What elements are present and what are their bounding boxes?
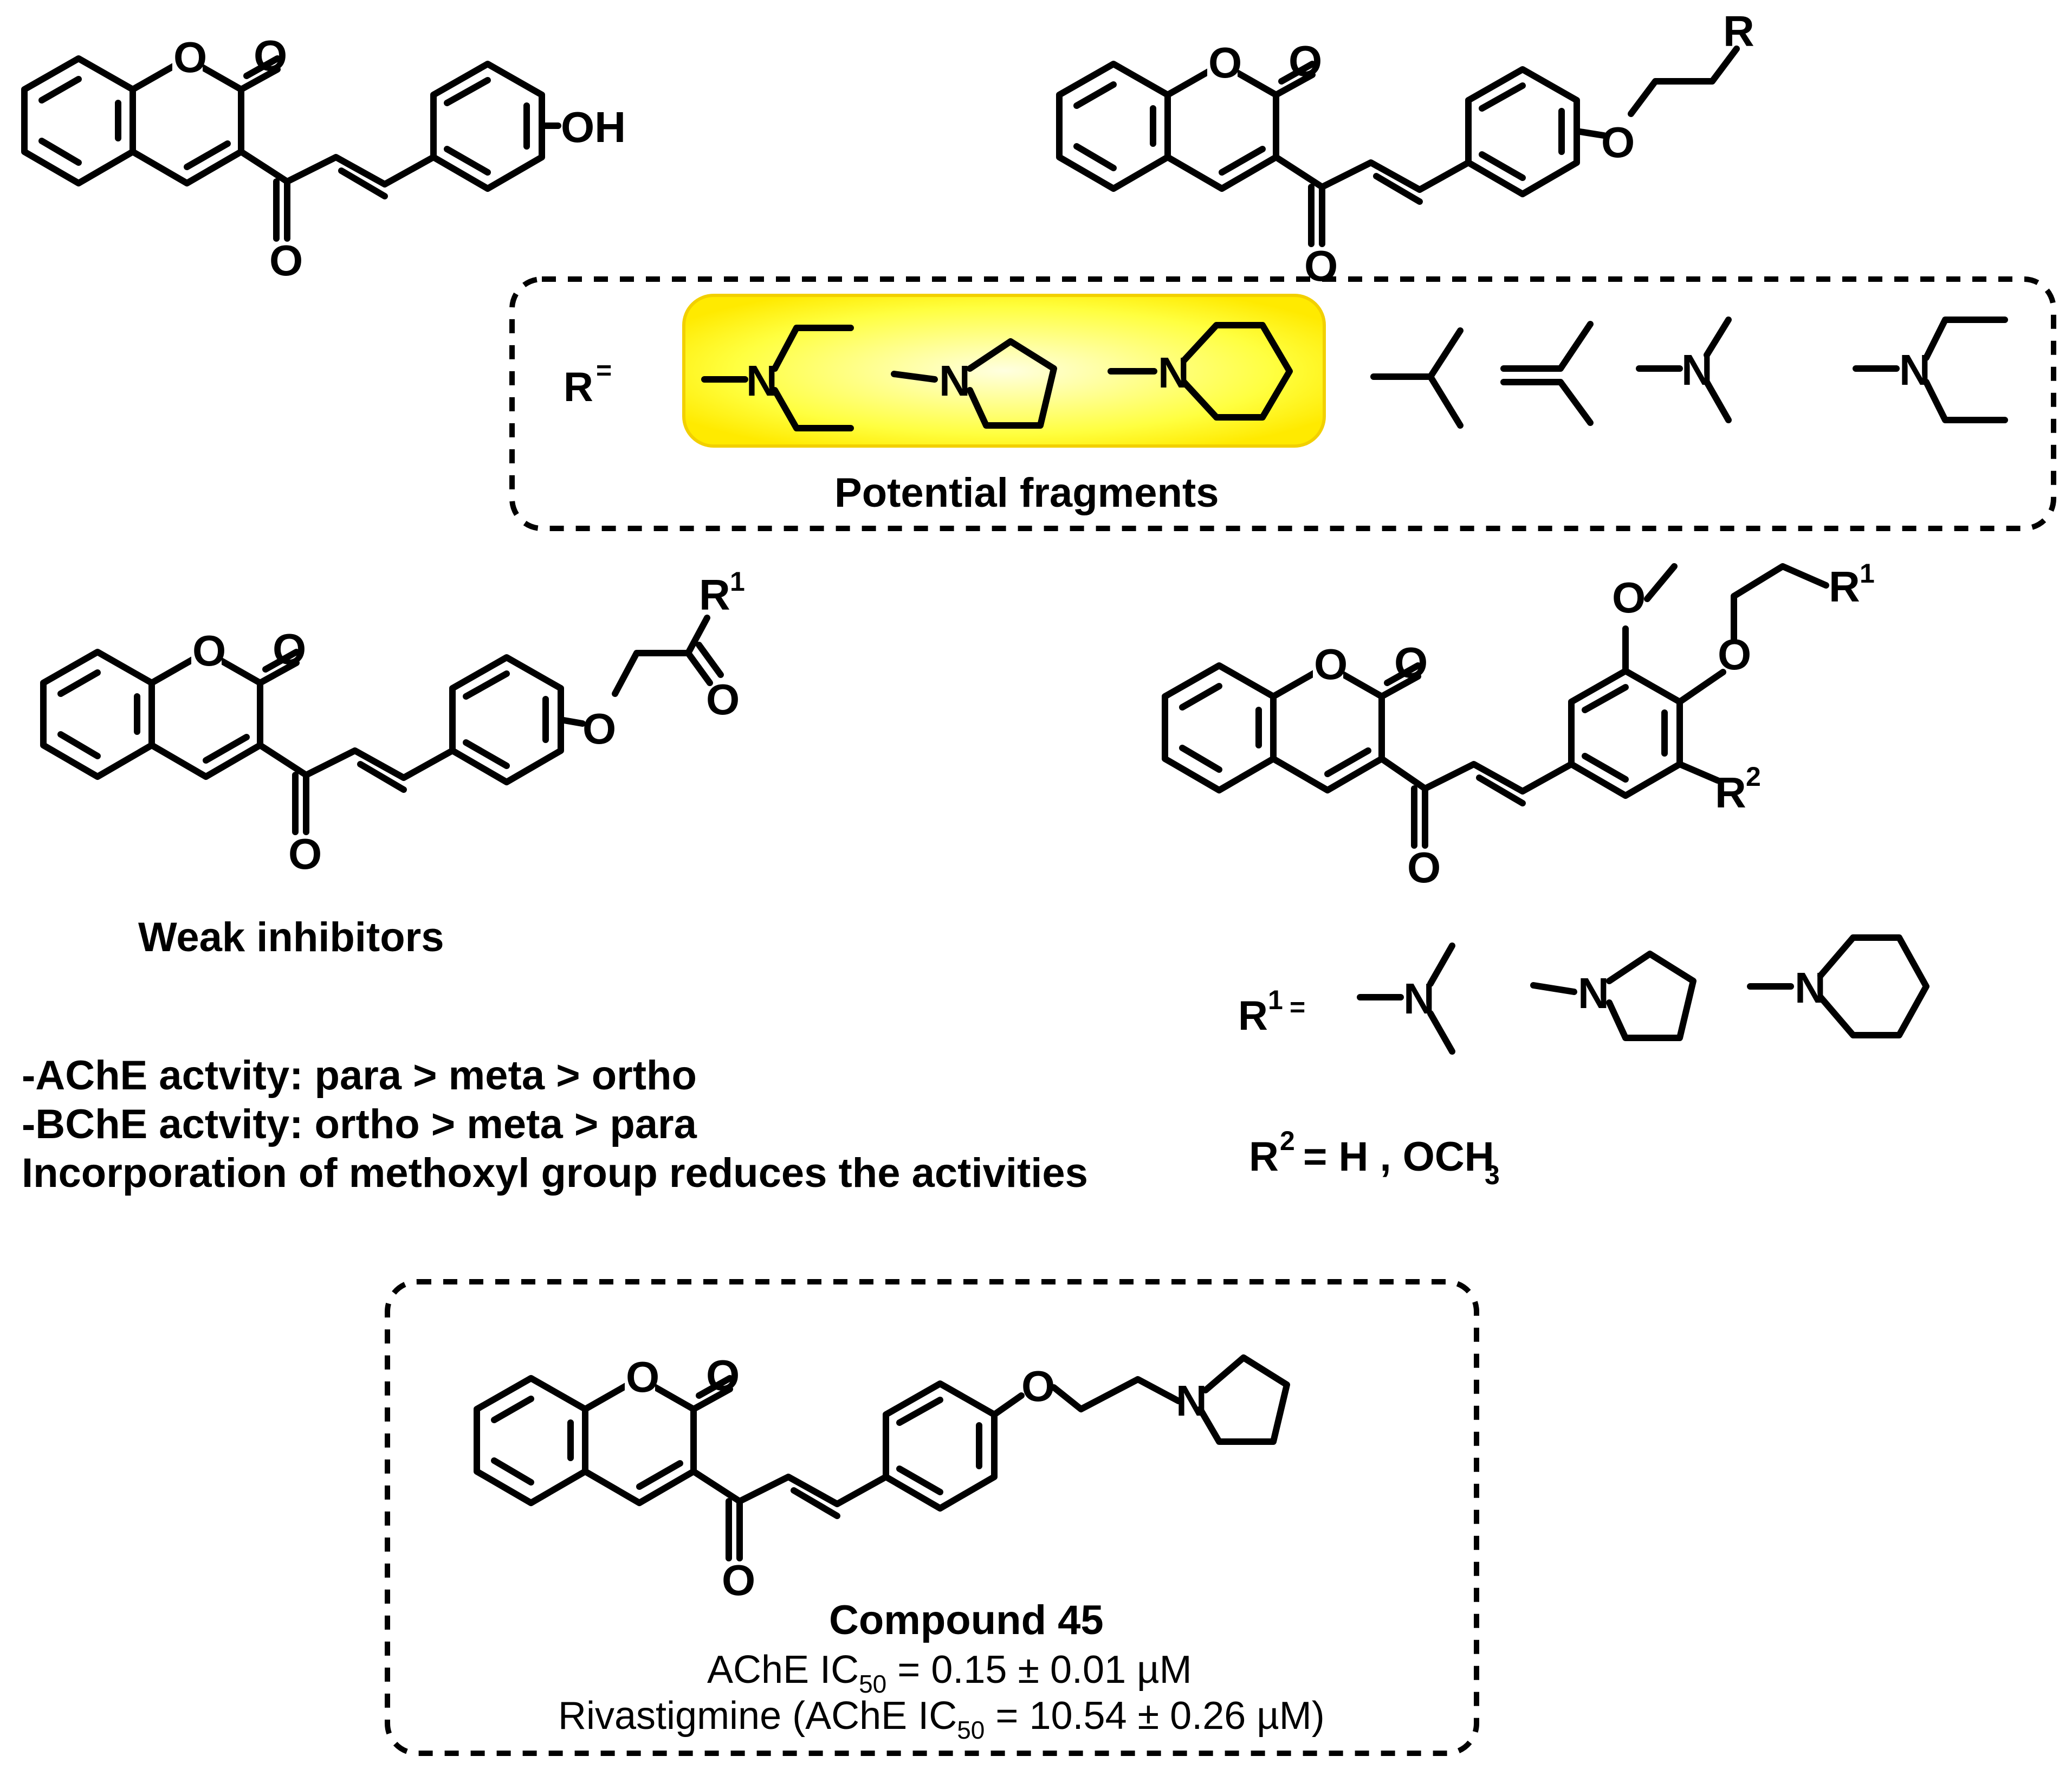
bche-activity-note: -BChE actvity: ortho > meta > para [22,1101,697,1147]
r2-group-label: R [1715,769,1746,817]
fragment-dimethylamino: N [1636,317,1732,423]
compound-45-ache-ic50: AChE IC50 = 0.15 ± 0.01 µM [707,1648,1192,1698]
r1-equals: = [1290,992,1305,1022]
coumarin-chalcone-aminoethoxy: O O O O R [1056,7,1754,290]
ether-oxygen-label: O [1021,1362,1055,1410]
fragment-pyrrolidinyl-highlighted: N [891,338,1057,429]
fragment-diethylamino-highlighted: N [701,325,854,431]
r-fragments: R = N N N N N [564,317,2008,516]
compound-45-title: Compound 45 [829,1597,1104,1643]
fragment-isopropyl [1370,327,1464,429]
svg-text:N: N [1403,974,1435,1023]
r2-superscript: 2 [1280,1126,1295,1156]
carbonyl-oxygen-label: O [254,31,287,80]
ether-oxygen-label: O [1601,118,1635,166]
potential-fragments-caption: Potential fragments [834,470,1219,516]
r1-pyrrolidinyl: N [1530,951,1697,1041]
ring-oxygen-label: O [192,627,226,675]
rivastigmine-ic50: Rivastigmine (AChE IC50 = 10.54 ± 0.26 µ… [558,1694,1325,1744]
r2-prefix: R [1249,1134,1279,1180]
r1-definition: R 1 = N N N [1238,934,1929,1055]
potential-fragments-highlight [682,294,1326,448]
r-prefix: R [564,364,593,410]
r2-definition: R 2 = H , OCH 3 [1249,1126,1500,1190]
pyrrolidine-nitrogen-label: N [1176,1377,1207,1425]
fragments-box [509,276,2056,531]
r1-prefix: R [1238,993,1268,1039]
compound-45-box [385,1279,1479,1756]
svg-text:N: N [939,357,970,405]
svg-text:N: N [1795,964,1826,1012]
r-group-label: R [1723,7,1754,55]
r2-subscript: 3 [1485,1160,1500,1190]
carbonyl-oxygen-label: O [1288,37,1322,85]
ring-oxygen-label: O [1314,640,1348,688]
ketone-oxygen-label: O [1304,242,1338,290]
svg-text:N: N [1578,969,1609,1017]
r2-group-superscript: 2 [1746,761,1761,792]
svg-text:N: N [1158,348,1189,397]
coumarin-chalcone-methoxy: O O O O O R 1 R 2 [1162,558,1875,892]
ketone-oxygen-label: O [269,236,303,285]
svg-text:N: N [1899,346,1931,394]
hydroxyl-label: OH [561,103,626,151]
r1-group-label: R [699,571,730,619]
fragment-piperidinyl-highlighted: N [1108,322,1293,421]
r-equals: = [596,355,612,385]
ketone-oxygen-label: O [1407,843,1441,892]
coumarin-chalcone-hydroxy: O O O OH [21,31,626,285]
r1-group-superscript: 1 [730,566,745,597]
ring-oxygen-label: O [626,1353,659,1401]
r1-piperidinyl: N [1747,934,1929,1038]
compound-45-structure: O O O O N [474,1351,1290,1604]
amide-oxygen-label: O [706,675,740,724]
svg-text:N: N [746,357,778,405]
r1-group-superscript: 1 [1860,558,1875,589]
methoxyl-note: Incorporation of methoxyl group reduces … [22,1150,1088,1196]
ether-oxygen-label: O [582,705,616,753]
ring-oxygen-label: O [173,33,207,81]
carbonyl-oxygen-label: O [273,625,306,673]
ketone-oxygen-label: O [722,1556,755,1604]
carbonyl-oxygen-label: O [1394,638,1428,687]
ache-activity-note: -AChE actvity: para > meta > ortho [22,1053,697,1099]
ether-oxygen-label: O [1718,630,1751,679]
r1-dimethylamino: N [1357,942,1455,1055]
svg-text:N: N [1681,346,1713,394]
carbonyl-oxygen-label: O [706,1351,740,1399]
coumarin-chalcone-oxyacetyl: O O O O O R 1 [40,566,745,878]
ketone-oxygen-label: O [288,830,322,878]
r1-group-label: R [1829,563,1860,611]
fragment-diethylamino: N [1853,317,2008,423]
weak-inhibitors-title: Weak inhibitors [138,914,444,960]
r1-superscript: 1 [1268,985,1283,1015]
methoxy-oxygen-label: O [1612,573,1646,622]
fragment-isopropenyl [1500,321,1594,426]
r2-values: = H , OCH [1303,1134,1494,1180]
ring-oxygen-label: O [1208,38,1242,87]
